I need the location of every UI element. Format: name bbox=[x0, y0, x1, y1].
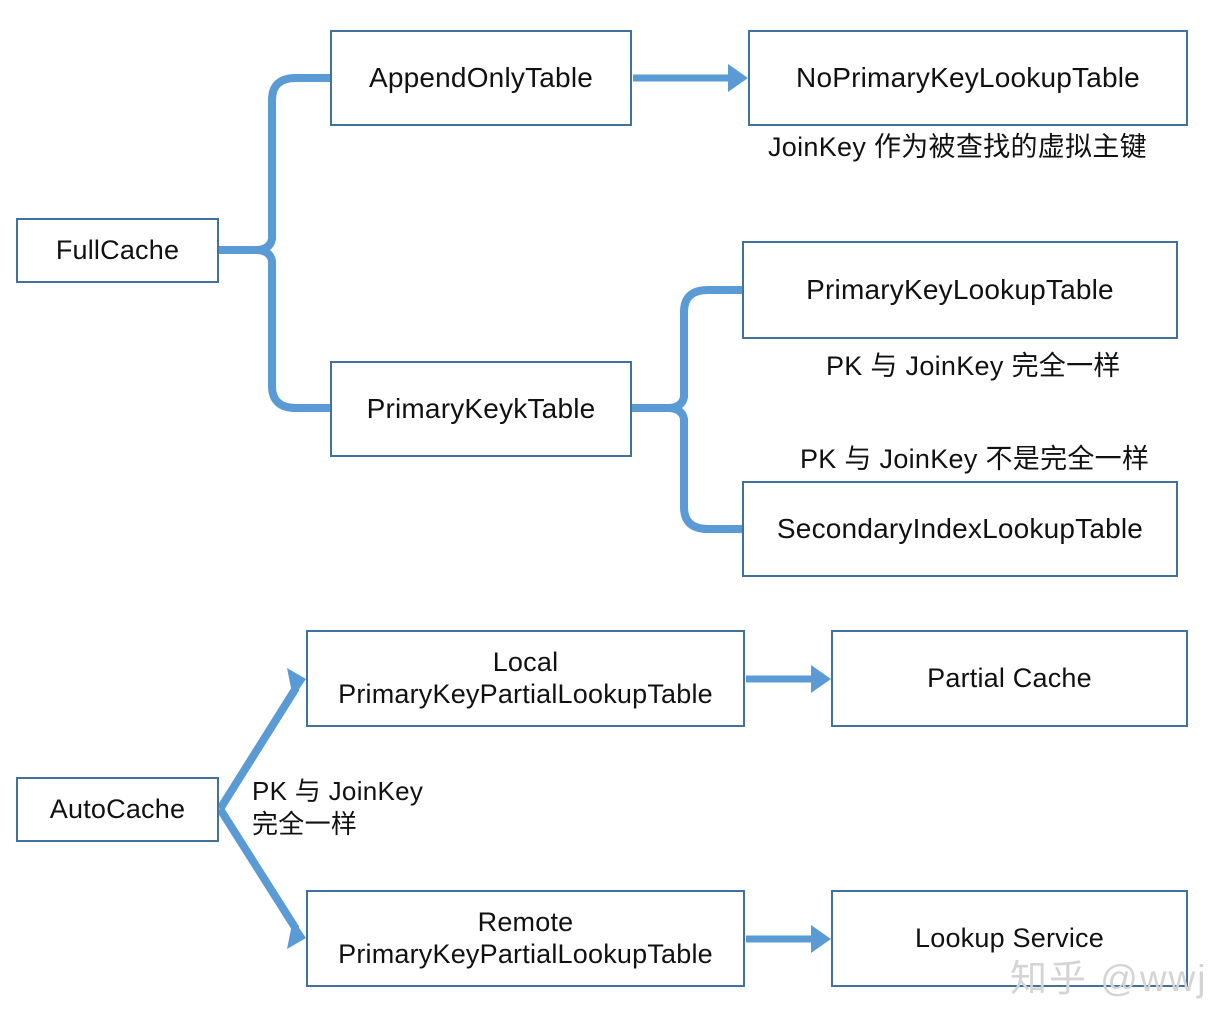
node-primary-keyk-table[interactable]: PrimaryKeykTable bbox=[330, 361, 632, 457]
arrow-local-to-partialcache bbox=[746, 665, 831, 693]
node-label: FullCache bbox=[55, 234, 180, 265]
node-lookup-service[interactable]: Lookup Service bbox=[831, 890, 1188, 987]
node-secondary-index-lookup-table[interactable]: SecondaryIndexLookupTable bbox=[742, 481, 1178, 577]
node-label: PrimaryKeyLookupTable bbox=[806, 274, 1114, 306]
node-primary-key-lookup-table[interactable]: PrimaryKeyLookupTable bbox=[742, 241, 1178, 339]
node-remote-primary-key-partial-lookup-table[interactable]: Remote PrimaryKeyPartialLookupTable bbox=[306, 890, 745, 987]
node-auto-cache[interactable]: AutoCache bbox=[16, 777, 219, 842]
node-append-only-table[interactable]: AppendOnlyTable bbox=[330, 30, 632, 126]
node-label: Remote PrimaryKeyPartialLookupTable bbox=[338, 906, 713, 969]
brace-fullcache bbox=[215, 74, 334, 412]
caption-pk-equals-joinkey: PK 与 JoinKey 完全一样 bbox=[826, 351, 1121, 381]
arrow-appendonly-to-nopk bbox=[633, 64, 748, 92]
arrow-remote-to-lookupservice bbox=[746, 925, 831, 953]
node-label: SecondaryIndexLookupTable bbox=[776, 513, 1144, 545]
caption-autocache-pk-equals-joinkey: PK 与 JoinKey 完全一样 bbox=[252, 776, 424, 839]
brace-primarykeyktable bbox=[629, 286, 746, 533]
node-local-primary-key-partial-lookup-table[interactable]: Local PrimaryKeyPartialLookupTable bbox=[306, 630, 745, 727]
caption-joinkey-virtual-primary-key: JoinKey 作为被查找的虚拟主键 bbox=[768, 132, 1147, 162]
watermark: 知乎 @wwj bbox=[1010, 958, 1208, 999]
node-label: Lookup Service bbox=[915, 922, 1104, 953]
node-label: PrimaryKeykTable bbox=[366, 393, 596, 425]
node-full-cache[interactable]: FullCache bbox=[16, 218, 219, 283]
caption-pk-not-equals-joinkey: PK 与 JoinKey 不是完全一样 bbox=[800, 444, 1150, 474]
node-label: AppendOnlyTable bbox=[368, 62, 594, 94]
node-partial-cache[interactable]: Partial Cache bbox=[831, 630, 1188, 727]
node-label: Partial Cache bbox=[927, 662, 1092, 693]
node-no-primary-key-lookup-table[interactable]: NoPrimaryKeyLookupTable bbox=[748, 30, 1188, 126]
node-label: NoPrimaryKeyLookupTable bbox=[796, 62, 1140, 94]
node-label: Local PrimaryKeyPartialLookupTable bbox=[338, 646, 713, 709]
node-label: AutoCache bbox=[49, 793, 186, 824]
